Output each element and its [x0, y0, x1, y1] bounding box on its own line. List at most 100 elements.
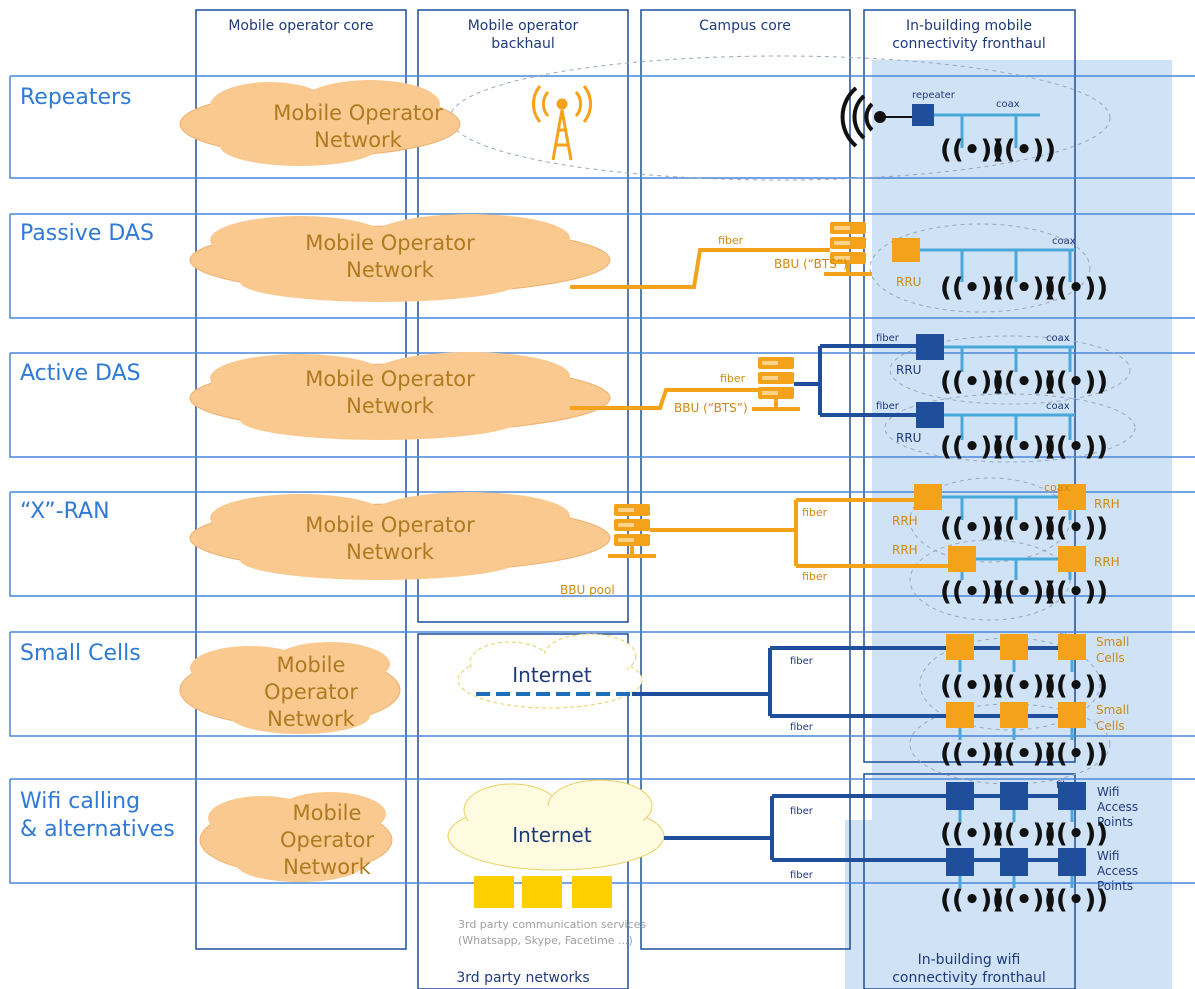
- antenna-icon: ((•)): [992, 885, 1056, 915]
- row-wifi-diagram: Mobile Operator Network Internet 3rd par…: [199, 779, 1138, 947]
- row-title-passive-das: Passive DAS: [20, 221, 154, 246]
- antenna-icon: ((•)): [992, 135, 1056, 165]
- wifi-ap-label-1: Wifi: [1097, 785, 1120, 799]
- coax-label: coax: [1052, 236, 1076, 247]
- coax-label: coax: [1046, 401, 1070, 412]
- cloud-label-2: Network: [346, 394, 435, 418]
- row-titles: Repeaters Passive DAS Active DAS “X”-RAN…: [20, 85, 175, 842]
- coax-label: coax: [1044, 481, 1071, 494]
- row-title-wifi-2: & alternatives: [20, 817, 175, 842]
- cloud-label-2: Network: [314, 128, 403, 152]
- antenna-icon: ((•)): [1044, 513, 1108, 543]
- col-title-fronthaul-2: connectivity fronthaul: [892, 36, 1046, 52]
- antenna-icon: ((•)): [1044, 819, 1108, 849]
- wifi-ap-box: [1058, 848, 1086, 876]
- rru-label: RRU: [896, 363, 921, 377]
- antenna-icon: ((•)): [940, 273, 1004, 303]
- col-title-fronthaul-1: In-building mobile: [906, 18, 1032, 34]
- internet-label: Internet: [512, 823, 592, 847]
- row-title-small-cells: Small Cells: [20, 641, 141, 666]
- rrh-box: [1058, 484, 1086, 510]
- fiber-label: fiber: [802, 506, 828, 519]
- wifi-ap-box: [1000, 848, 1028, 876]
- antenna-icon: ((•)): [940, 819, 1004, 849]
- column-titles: Mobile operator core Mobile operator bac…: [228, 18, 1045, 986]
- fiber-label: fiber: [720, 372, 746, 385]
- rrh-label: RRH: [1094, 555, 1120, 569]
- antenna-icon: ((•)): [1044, 671, 1108, 701]
- antenna-icon: ((•)): [992, 739, 1056, 769]
- row-title-active-das: Active DAS: [20, 361, 141, 386]
- antenna-icon: ((•)): [992, 513, 1056, 543]
- wifi-ap-label-1: Wifi: [1097, 849, 1120, 863]
- cloud-label-3: Network: [267, 707, 356, 731]
- small-cell-box: [1058, 634, 1086, 660]
- wifi-ap-label-3: Points: [1097, 879, 1133, 893]
- cloud-label-1: Mobile: [293, 801, 362, 825]
- row-active-das-diagram: Mobile Operator Network fiber BBU (“BTS”…: [189, 333, 1136, 463]
- antenna-icon: ((•)): [940, 513, 1004, 543]
- fiber-label: fiber: [790, 870, 814, 881]
- wifi-ap-box: [946, 848, 974, 876]
- small-cells-label-1: Small: [1096, 635, 1129, 649]
- fiber-label: fiber: [876, 401, 900, 412]
- small-cell-box: [946, 634, 974, 660]
- row-small-cells-diagram: Mobile Operator Network Internet fiber f…: [179, 633, 1129, 785]
- cloud-label-1: Mobile: [277, 653, 346, 677]
- coax-label: coax: [1046, 333, 1070, 344]
- small-cell-box: [1000, 702, 1028, 728]
- antenna-icon: ((•)): [992, 273, 1056, 303]
- rrh-box: [1058, 546, 1086, 572]
- small-cell-box: [946, 702, 974, 728]
- row-xran-diagram: Mobile Operator Network BBU pool fiber f…: [189, 477, 1120, 621]
- antenna-icon: ((•)): [940, 367, 1004, 397]
- cell-tower-icon: [532, 85, 592, 161]
- col-title-wifi-fronthaul-1: In-building wifi: [918, 952, 1021, 968]
- building-shape: [845, 60, 1172, 989]
- antenna-icon: ((•)): [992, 367, 1056, 397]
- repeater-antenna-icon: [840, 86, 912, 148]
- repeater-box: [912, 104, 934, 126]
- bbu-label: BBU (“BTS”): [674, 401, 748, 415]
- rru-box: [916, 334, 944, 360]
- wifi-ap-label-2: Access: [1097, 864, 1138, 878]
- antenna-icon: ((•)): [1044, 577, 1108, 607]
- fiber-label: fiber: [802, 570, 828, 583]
- rrh-label: RRH: [892, 514, 918, 528]
- fiber-label: fiber: [718, 234, 744, 247]
- row-passive-das-diagram: Mobile Operator Network fiber BBU (“BTS”…: [189, 214, 1108, 313]
- row-repeaters-diagram: Mobile Operator Network repeater coax ((…: [179, 55, 1111, 181]
- rrh-box: [914, 484, 942, 510]
- wifi-ap-box: [946, 782, 974, 810]
- antenna-icon: ((•)): [940, 885, 1004, 915]
- col-title-campus: Campus core: [699, 18, 791, 34]
- cloud-label-1: Mobile Operator: [305, 367, 475, 391]
- service-box: [474, 876, 514, 908]
- antenna-icon: ((•)): [940, 671, 1004, 701]
- rrh-box: [948, 546, 976, 572]
- antenna-icon: ((•)): [940, 432, 1004, 462]
- fiber-label: fiber: [790, 656, 814, 667]
- row-title-wifi-1: Wifi calling: [20, 789, 140, 814]
- col-title-backhaul-2: backhaul: [491, 36, 555, 52]
- cloud-label-3: Network: [283, 855, 372, 879]
- fiber-label: fiber: [790, 806, 814, 817]
- bbu-server-icon: [752, 357, 800, 411]
- cloud-label-1: Mobile Operator: [305, 231, 475, 255]
- rru-label: RRU: [896, 431, 921, 445]
- col-title-third-party: 3rd party networks: [456, 970, 589, 986]
- antenna-icon: ((•)): [1044, 432, 1108, 462]
- wifi-ap-label-3: Points: [1097, 815, 1133, 829]
- coax-label: coax: [996, 99, 1020, 110]
- service-box: [572, 876, 612, 908]
- internet-label: Internet: [512, 663, 592, 687]
- small-cell-box: [1000, 634, 1028, 660]
- row-title-xran: “X”-RAN: [20, 499, 110, 524]
- rrh-label: RRH: [1094, 497, 1120, 511]
- fiber-label: fiber: [790, 722, 814, 733]
- small-cell-box: [1058, 702, 1086, 728]
- wifi-ap-label-2: Access: [1097, 800, 1138, 814]
- antenna-icon: ((•)): [992, 671, 1056, 701]
